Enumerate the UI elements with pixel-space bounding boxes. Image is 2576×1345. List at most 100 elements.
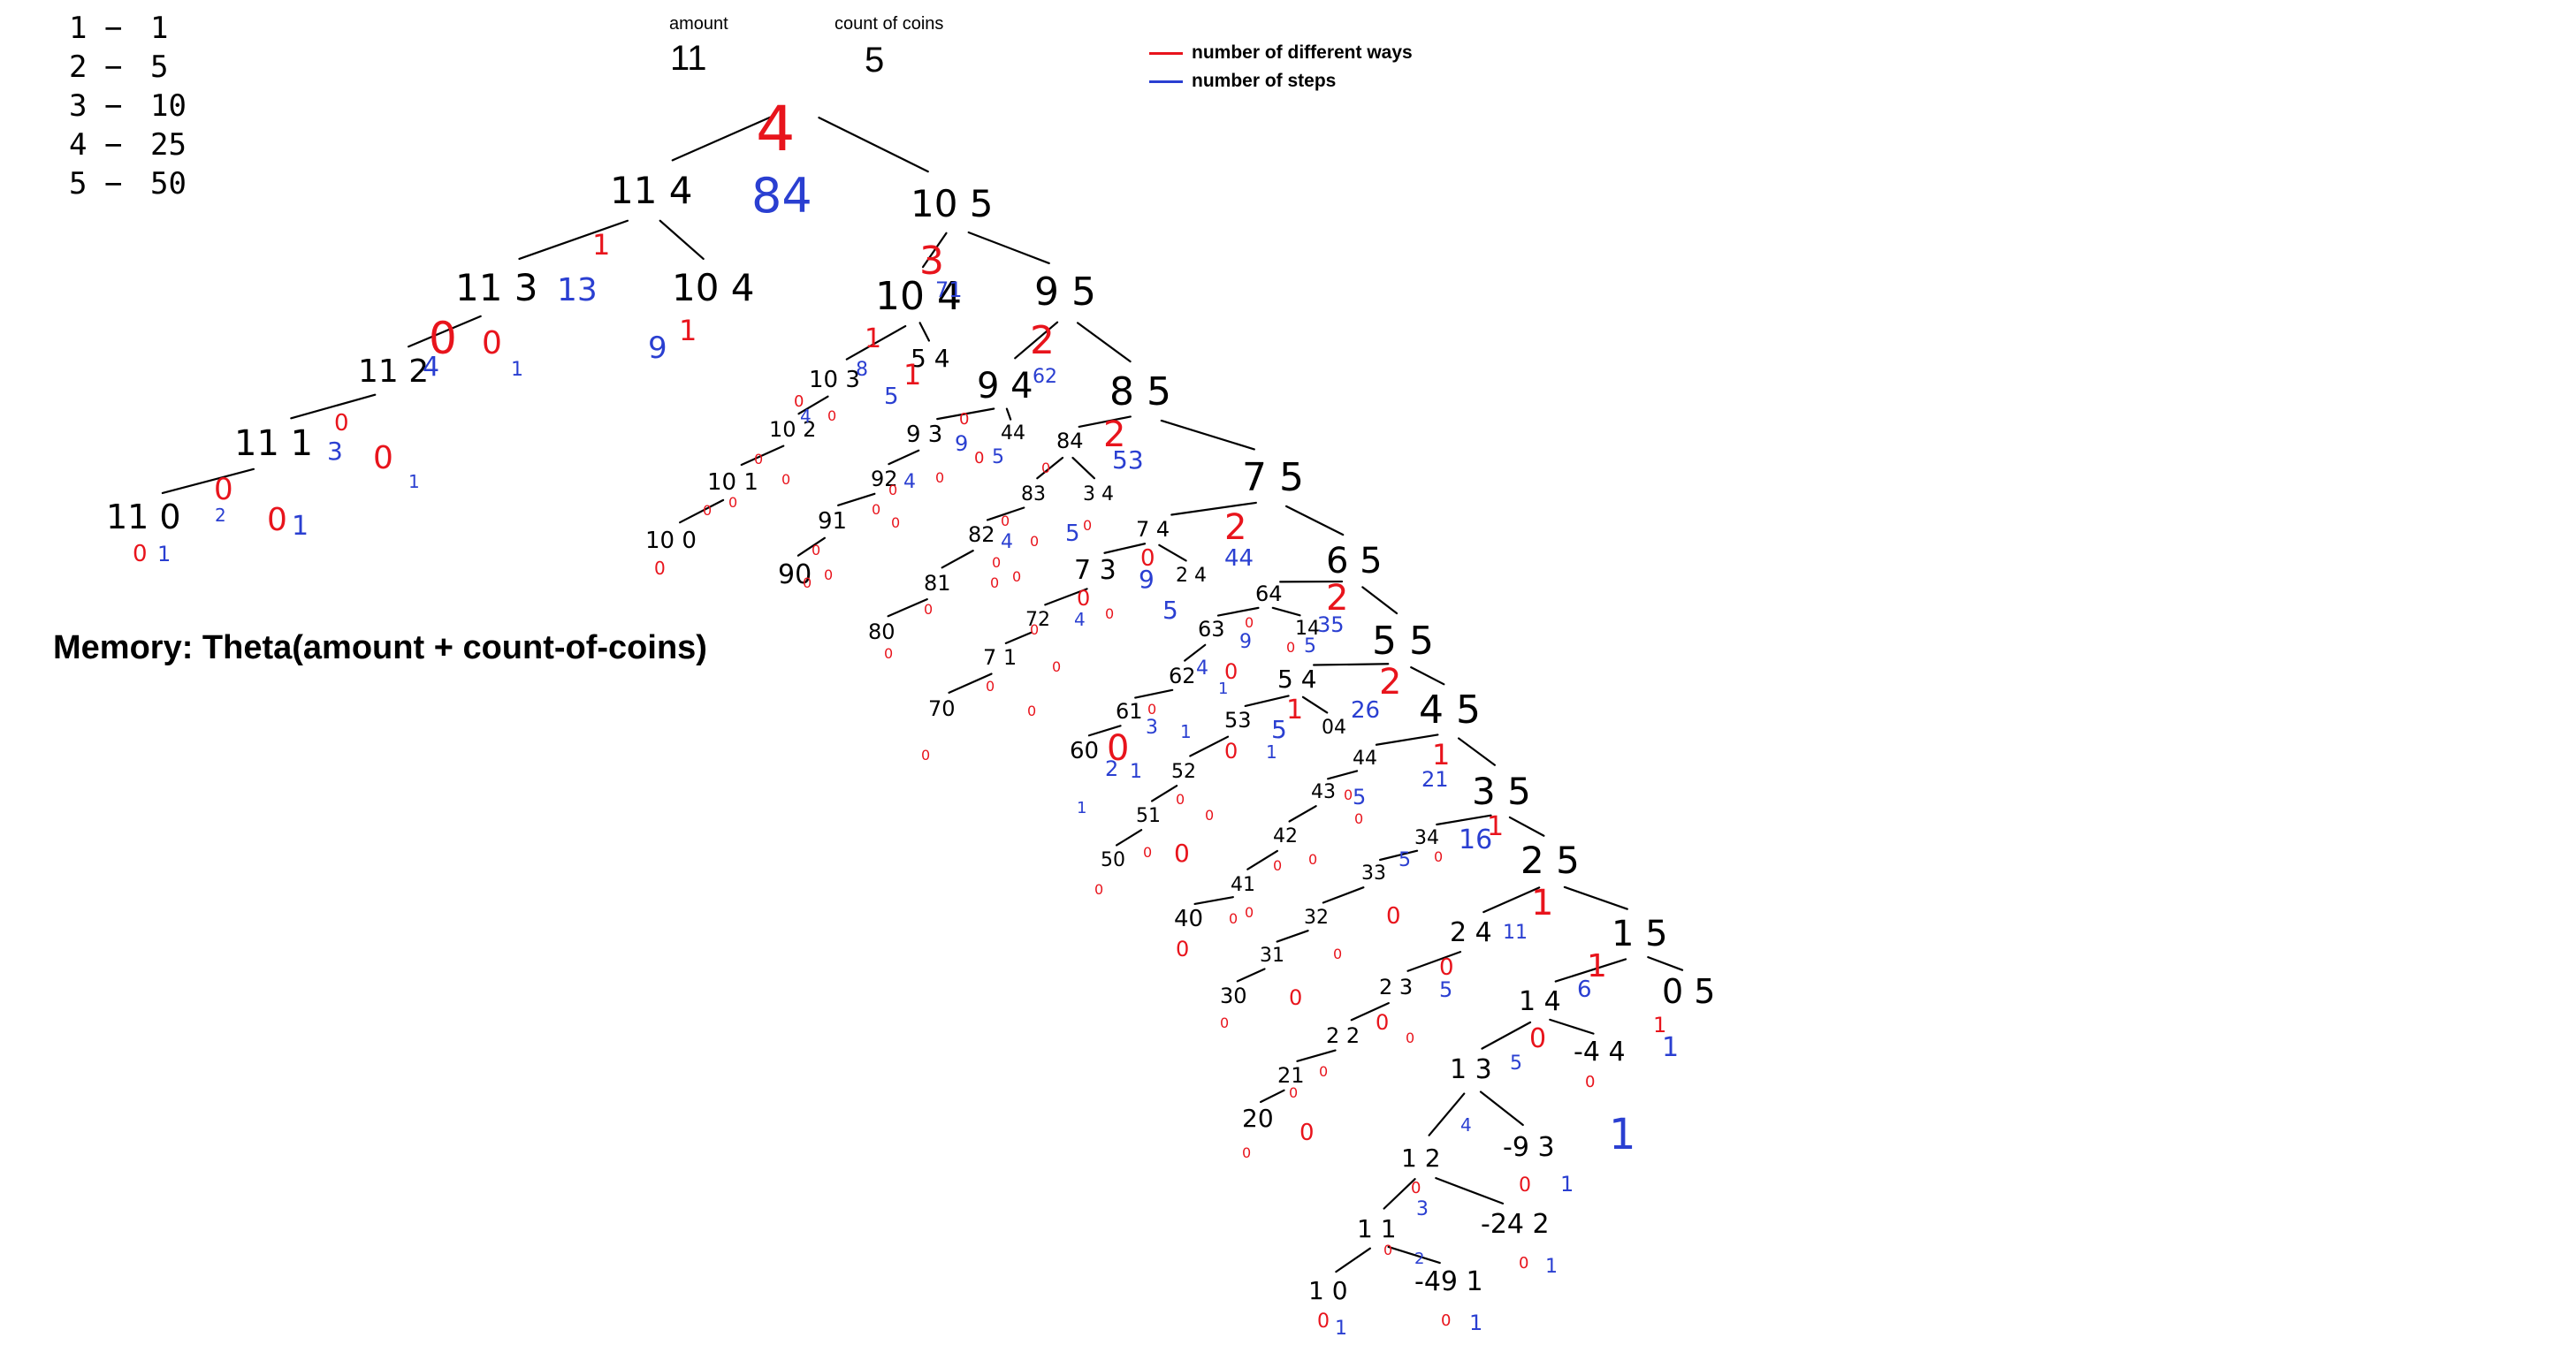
ways-count-a110_w3: 0 xyxy=(133,541,148,567)
tree-edge xyxy=(518,219,629,261)
tree-edge xyxy=(1276,930,1309,943)
tree-node-n41: 41 xyxy=(1231,874,1255,896)
tree-edge xyxy=(1435,1177,1505,1204)
steps-count-a93_s: 4 xyxy=(903,471,916,493)
tree-edge xyxy=(1288,805,1317,823)
tree-edge xyxy=(1361,586,1399,615)
ways-count-a30_w: 0 xyxy=(1220,1014,1229,1031)
steps-count-a65_s: 35 xyxy=(1317,612,1345,637)
tree-edge xyxy=(1387,1245,1441,1265)
ways-count-a103_w2: 0 xyxy=(827,407,836,424)
tree-edge xyxy=(1036,456,1064,480)
steps-count-a62_s2: 1 xyxy=(1180,721,1192,742)
steps-count-a05_s: 1 xyxy=(1662,1032,1679,1063)
tree-node-n100: 10 0 xyxy=(645,528,697,554)
tree-edge xyxy=(1244,695,1290,708)
steps-count-a34b_s: 5 xyxy=(1399,849,1411,871)
steps-count-a73_s: 4 xyxy=(1074,609,1086,630)
coin-value: 50 xyxy=(150,166,187,201)
ways-count-a11_w: 0 xyxy=(1383,1242,1392,1258)
ways-count-a55_w: 2 xyxy=(1379,662,1401,703)
ways-count-a83_w: 0 xyxy=(1001,513,1010,529)
tree-edge xyxy=(1410,666,1445,686)
coin-row: 4−25 xyxy=(69,125,187,164)
tree-node-n20: 20 xyxy=(1242,1104,1274,1133)
ways-count-a23_w2: 0 xyxy=(1406,1030,1414,1046)
steps-count-a83_s: 4 xyxy=(1001,531,1013,553)
tree-edge xyxy=(887,598,928,618)
ways-count-a101_w2: 0 xyxy=(728,494,737,511)
tree-node-n74: 7 4 xyxy=(1136,517,1170,542)
ways-count-a111_w2: 0 xyxy=(373,440,393,476)
tree-node-n93: 9 3 xyxy=(906,422,942,448)
tree-node-n44b: 44 xyxy=(1353,748,1377,770)
coin-index: 2 xyxy=(69,49,88,85)
tree-node-n05: 0 5 xyxy=(1662,972,1715,1011)
tree-node-n73: 7 3 xyxy=(1074,555,1117,586)
tree-edge xyxy=(1563,885,1628,910)
tree-edge xyxy=(161,467,255,495)
steps-count-a61_s: 2 xyxy=(1105,756,1118,781)
ways-count-a102_w2: 0 xyxy=(781,471,790,488)
steps-count-a54b_s: 5 xyxy=(1271,715,1287,744)
tree-node-n81: 81 xyxy=(924,571,951,596)
legend-ways-label: number of different ways xyxy=(1192,42,1413,63)
ways-count-a41_w2: 0 xyxy=(1245,904,1254,921)
tree-edge xyxy=(1014,321,1059,360)
steps-count-a63_s: 4 xyxy=(1196,657,1208,680)
coin-row: 1−1 xyxy=(69,9,187,48)
steps-count-a45_s: 21 xyxy=(1421,767,1449,792)
tree-node-n54b: 5 4 xyxy=(1277,665,1317,694)
tree-edge xyxy=(918,322,930,342)
ways-count-a81_w: 0 xyxy=(924,601,933,618)
ways-count-a34b_w: 0 xyxy=(1434,848,1443,865)
tree-edge xyxy=(1647,956,1684,971)
tree-edge xyxy=(1158,543,1187,562)
steps-count-am491_s: 1 xyxy=(1469,1311,1482,1335)
coin-value: 25 xyxy=(150,127,187,163)
tree-node-n33: 33 xyxy=(1361,862,1386,885)
steps-count-a54a_s: 5 xyxy=(884,384,899,410)
ways-count-a15_w: 1 xyxy=(1587,948,1607,984)
tree-edge xyxy=(936,407,995,421)
steps-count-am44_s: 1 xyxy=(1609,1110,1636,1159)
tree-node-n105: 10 5 xyxy=(911,182,994,225)
ways-count-a104a_w: 1 xyxy=(679,314,697,347)
ways-count-a32_w: 0 xyxy=(1333,946,1342,962)
tree-node-n114: 11 4 xyxy=(610,169,693,212)
ways-count-a51_w2: 0 xyxy=(1174,839,1190,868)
steps-count-a25_s: 11 xyxy=(1503,922,1528,944)
tree-node-n43: 43 xyxy=(1311,781,1336,803)
ways-count-a102_w: 0 xyxy=(754,451,763,467)
tree-edge xyxy=(818,116,929,173)
legend-steps-label: number of steps xyxy=(1192,71,1337,91)
tree-edge xyxy=(797,395,829,415)
steps-count-a14b_s: 5 xyxy=(1510,1052,1522,1075)
coin-value: 5 xyxy=(150,49,169,85)
tree-edge xyxy=(1481,1021,1532,1050)
steps-count-a114_s: 13 xyxy=(557,272,598,308)
tree-edge xyxy=(1296,1049,1337,1062)
tree-node-n51: 51 xyxy=(1136,805,1161,827)
amount-label: amount xyxy=(669,14,728,34)
tree-node-n61: 61 xyxy=(1116,699,1143,724)
tree-node-n54a: 5 4 xyxy=(911,344,950,373)
tree-edge xyxy=(1115,829,1143,847)
steps-count-a111_s2: 1 xyxy=(408,471,420,492)
tree-edge xyxy=(1246,849,1279,870)
tree-node-n95: 9 5 xyxy=(1034,270,1096,315)
tree-edge xyxy=(678,498,725,524)
ways-count-a_root_w: 4 xyxy=(756,93,796,165)
tree-node-n63: 63 xyxy=(1198,617,1225,642)
tree-node-n94: 9 4 xyxy=(977,366,1033,407)
ways-count-a64_w: 0 xyxy=(1245,614,1254,631)
ways-count-am93_w: 0 xyxy=(1519,1174,1531,1197)
ways-count-a84_w: 0 xyxy=(1041,460,1050,476)
memory-note: Memory: Theta(amount + count-of-coins) xyxy=(53,629,707,666)
tree-node-n71: 7 1 xyxy=(983,645,1017,670)
ways-count-a22_w: 0 xyxy=(1319,1063,1328,1080)
steps-count-a12_s: 3 xyxy=(1416,1198,1429,1220)
ways-count-a113_w2: 0 xyxy=(482,325,502,361)
coin-index: 5 xyxy=(69,166,88,201)
tree-node-n64: 64 xyxy=(1255,581,1283,606)
